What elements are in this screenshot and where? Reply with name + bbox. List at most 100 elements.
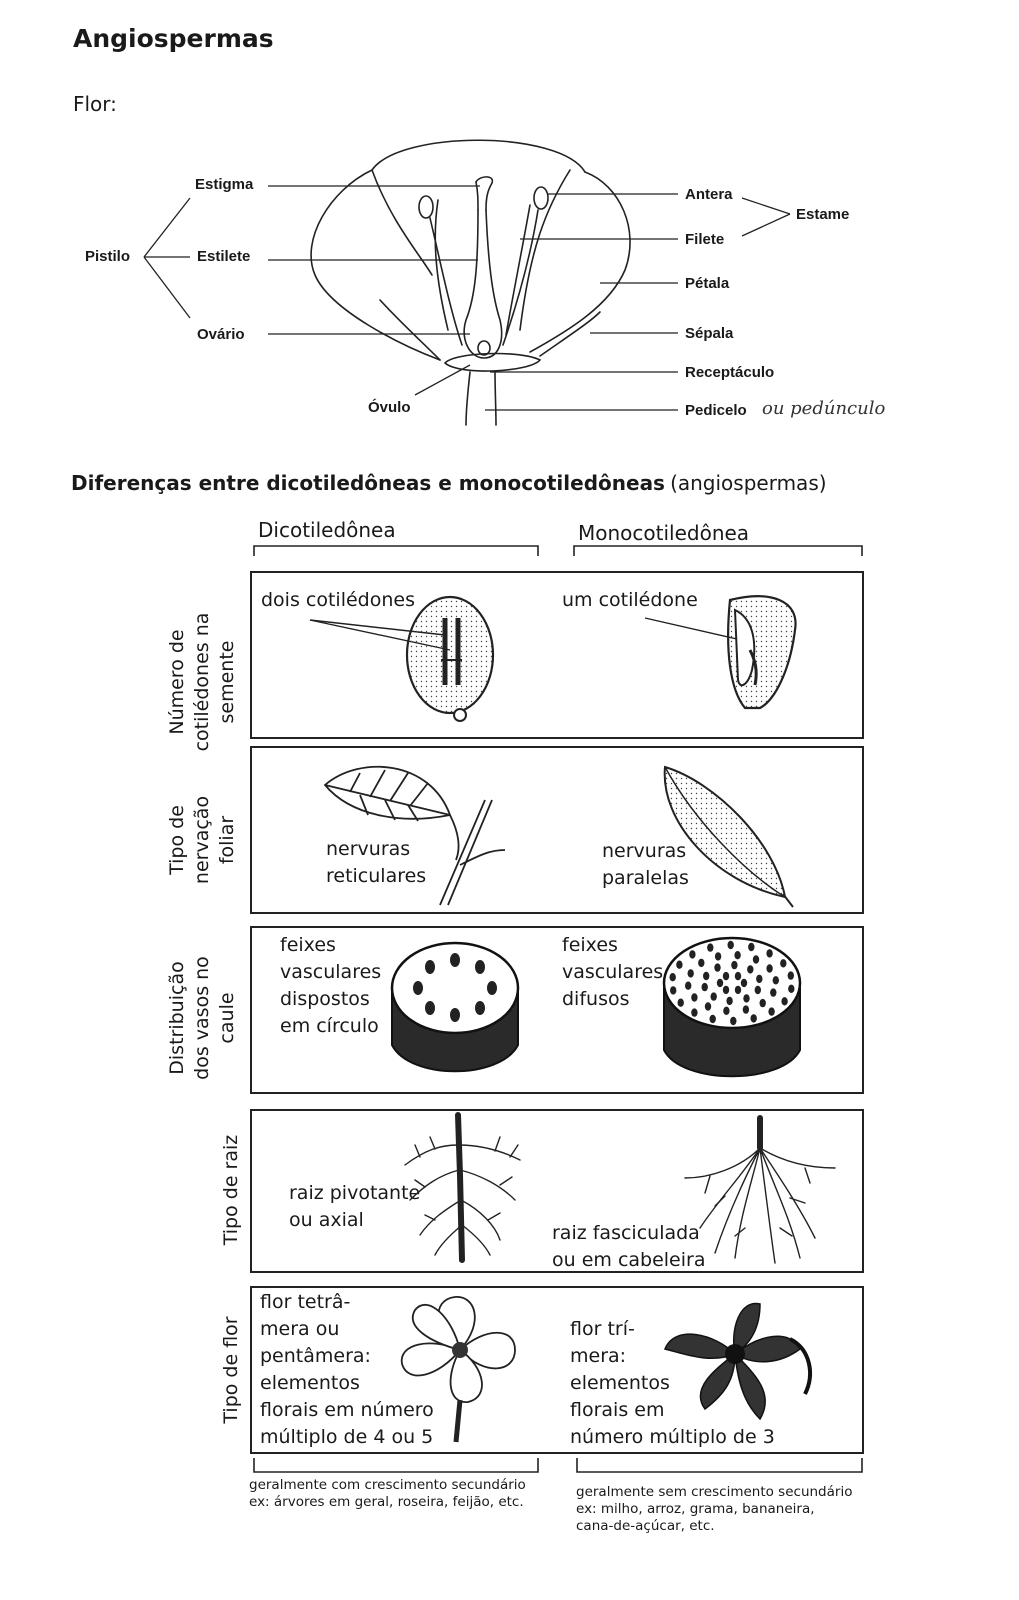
- footer-line: ex: árvores em geral, roseira, feijão, e…: [249, 1494, 526, 1511]
- vascular-bundle: [726, 997, 732, 1005]
- vascular-bundle: [780, 959, 786, 967]
- vascular-bundle: [748, 943, 754, 951]
- vascular-bundle: [756, 975, 762, 983]
- vascular-bundle: [741, 979, 747, 987]
- label-petala: Pétala: [685, 275, 729, 292]
- footer-dicot: geralmente com crescimento secundário ex…: [249, 1477, 526, 1511]
- vascular-bundle: [691, 993, 697, 1001]
- label-ovulo: Óvulo: [368, 399, 411, 416]
- label-antera: Antera: [685, 186, 733, 203]
- row-label-flor: Tipo de flor: [219, 1300, 249, 1440]
- cell-line: vasculares: [280, 959, 381, 986]
- vascular-bundle: [788, 985, 794, 993]
- vascular-bundle: [730, 1017, 736, 1025]
- footer-monocot: geralmente sem crescimento secundário ex…: [576, 1484, 852, 1535]
- vascular-bundle: [735, 972, 741, 980]
- fibrous-root-illustration: [680, 1118, 840, 1268]
- vascular-bundle: [705, 1002, 711, 1010]
- row-label-caule: Distribuição dos vasos no caule: [165, 933, 245, 1103]
- row-label-line: caule: [215, 933, 240, 1103]
- vascular-bundle: [702, 983, 708, 991]
- row-label-raiz: Tipo de raiz: [219, 1120, 249, 1260]
- taproot-illustration: [400, 1115, 530, 1265]
- vascular-bundle: [711, 992, 717, 1000]
- row-label-line: Tipo de raiz: [219, 1120, 244, 1260]
- vascular-bundle: [723, 1007, 729, 1015]
- vascular-bundle: [747, 965, 753, 973]
- vascular-bundle: [670, 973, 676, 981]
- vascular-bundle: [743, 994, 749, 1002]
- vascular-bundle: [753, 955, 759, 963]
- monocot-seed-illustration: [640, 590, 840, 730]
- vascular-bundle: [734, 951, 740, 959]
- label-estigma: Estigma: [195, 176, 253, 193]
- vascular-bundle: [723, 972, 729, 980]
- dicot-stem-illustration: [380, 940, 530, 1080]
- pentamerous-flower-illustration: [390, 1292, 530, 1442]
- comparison-heading-normal: (angiospermas): [670, 471, 826, 495]
- vascular-bundle: [735, 986, 741, 994]
- vascular-bundle: [691, 1008, 697, 1016]
- vascular-bundle: [743, 1005, 749, 1013]
- row-label-line: Distribuição: [165, 933, 190, 1103]
- label-filete: Filete: [685, 231, 724, 248]
- vascular-bundle: [685, 982, 691, 990]
- dicot-leaf-illustration: [320, 755, 520, 905]
- row-label-line: semente: [215, 602, 240, 762]
- vascular-bundle: [766, 949, 772, 957]
- footer-line: geralmente com crescimento secundário: [249, 1477, 526, 1494]
- row-label-line: Tipo de flor: [219, 1300, 244, 1440]
- vascular-bundle: [688, 969, 694, 977]
- label-receptaculo: Receptáculo: [685, 364, 774, 381]
- cell-line: vasculares: [562, 959, 663, 986]
- row-label-nervacao: Tipo de nervação foliar: [165, 770, 245, 910]
- monocot-leaf-illustration: [655, 762, 815, 912]
- vascular-bundle: [715, 952, 721, 960]
- vascular-bundle: [703, 972, 709, 980]
- cell-line: feixes: [280, 932, 381, 959]
- vascular-bundle: [768, 1007, 774, 1015]
- vascular-bundle: [707, 943, 713, 951]
- vascular-bundle: [710, 1015, 716, 1023]
- vascular-bundle: [781, 997, 787, 1005]
- column-header-dicot: Dicotiledônea: [258, 518, 396, 542]
- row-label-line: Tipo de: [165, 770, 190, 910]
- vascular-bundle: [788, 971, 794, 979]
- comparison-heading-bold: Diferenças entre dicotiledôneas e monoco…: [71, 471, 665, 495]
- row-label-line: dos vasos no: [190, 933, 215, 1103]
- row-label-line: foliar: [215, 770, 240, 910]
- cell-line: dispostos: [280, 986, 381, 1013]
- vascular-bundle: [689, 950, 695, 958]
- vascular-bundle: [760, 999, 766, 1007]
- vascular-bundle: [728, 941, 734, 949]
- vascular-bundle: [773, 976, 779, 984]
- cell-line: feixes: [562, 932, 663, 959]
- vascular-bundle: [751, 1014, 757, 1022]
- label-pedicelo-note: ou pedúnculo: [762, 398, 885, 419]
- vascular-bundle: [714, 963, 720, 971]
- label-pedicelo: Pedicelo: [685, 402, 747, 419]
- flower-diagram: [0, 0, 1019, 440]
- cell-dicot-caule: feixes vasculares dispostos em círculo: [280, 932, 381, 1040]
- cell-line: em círculo: [280, 1013, 381, 1040]
- label-estame: Estame: [796, 206, 849, 223]
- trimerous-flower-illustration: [660, 1294, 820, 1429]
- vascular-bundle: [723, 986, 729, 994]
- label-ovario: Ovário: [197, 326, 245, 343]
- cell-monocot-caule: feixes vasculares difusos: [562, 932, 663, 1013]
- comparison-heading: Diferenças entre dicotiledôneas e monoco…: [71, 471, 827, 495]
- vascular-bundle: [676, 961, 682, 969]
- row-label-line: cotilédones na: [190, 602, 215, 762]
- footer-line: ex: milho, arroz, grama, bananeira,: [576, 1501, 852, 1518]
- label-sepala: Sépala: [685, 325, 733, 342]
- row-label-line: Número de: [165, 602, 190, 762]
- monocot-stem-illustration: [652, 935, 812, 1085]
- dicot-seed-illustration: [300, 590, 500, 730]
- label-pistilo: Pistilo: [85, 248, 130, 265]
- cell-line: difusos: [562, 986, 663, 1013]
- footer-line: geralmente sem crescimento secundário: [576, 1484, 852, 1501]
- footer-line: cana-de-açúcar, etc.: [576, 1518, 852, 1535]
- vascular-bundle: [678, 999, 684, 1007]
- vascular-bundle: [766, 964, 772, 972]
- vascular-bundle: [670, 986, 676, 994]
